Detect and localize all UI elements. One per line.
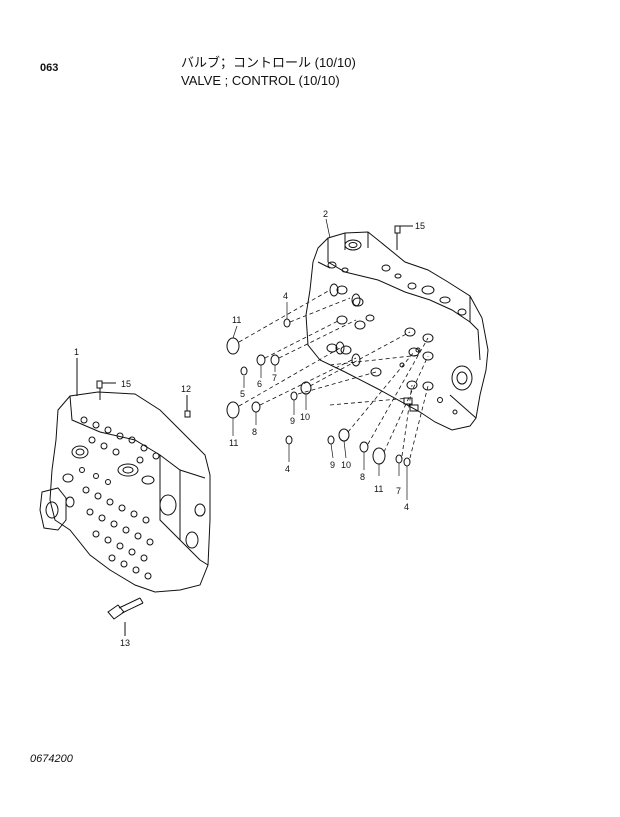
callout-15-right: 15 — [415, 221, 425, 231]
page-number: 063 — [40, 62, 59, 74]
callout-9-bottom: 9 — [330, 460, 335, 470]
callout-4-top: 4 — [283, 291, 288, 301]
leader-lines-right — [232, 218, 408, 500]
callout-4-mid: 4 — [285, 464, 290, 474]
title-japanese: バルブ；コントロール (10/10) — [181, 55, 356, 70]
callout-7-top: 7 — [272, 373, 277, 383]
callout-8-left: 8 — [252, 427, 257, 437]
callout-10-top: 10 — [300, 412, 310, 422]
callout-10-bottom: 10 — [341, 460, 351, 470]
callout-6: 6 — [257, 379, 262, 389]
assembly-axes — [238, 289, 429, 459]
callout-13: 13 — [120, 638, 130, 648]
callout-labels: 2 15 4 11 5 6 7 11 8 9 10 4 9 10 8 11 7 … — [74, 209, 425, 648]
seal-rings-right — [226, 283, 411, 467]
callout-11-top: 11 — [232, 315, 241, 325]
callout-1: 1 — [74, 347, 79, 357]
callout-4-bottom: 4 — [404, 502, 409, 512]
drawing-number: 0674200 — [30, 753, 73, 765]
callout-8-right: 8 — [360, 472, 365, 482]
title-english: VALVE ; CONTROL (10/10) — [181, 73, 340, 88]
callout-5: 5 — [240, 389, 245, 399]
valve-body-right — [305, 225, 489, 431]
valve-body-left — [39, 358, 211, 636]
callout-15-left: 15 — [121, 379, 131, 389]
callout-12: 12 — [181, 384, 191, 394]
callout-7-bottom: 7 — [396, 486, 401, 496]
callout-11-mid: 11 — [229, 438, 238, 448]
callout-2: 2 — [323, 209, 328, 219]
callout-11-bottom: 11 — [374, 484, 383, 494]
callout-9-top: 9 — [290, 416, 295, 426]
